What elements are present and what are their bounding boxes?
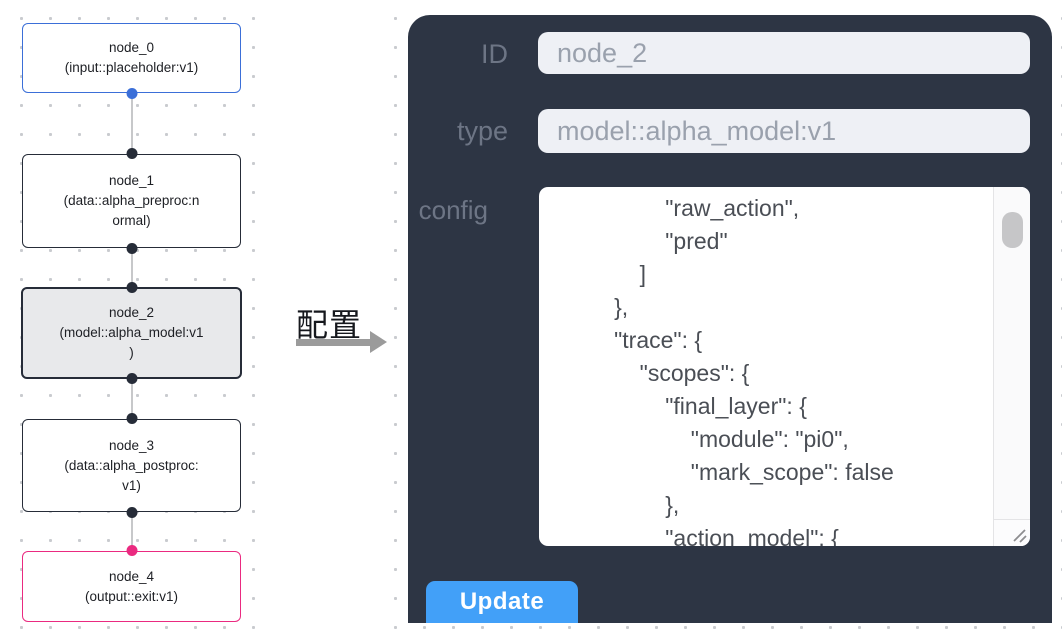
node-type-label: v1): [122, 477, 141, 493]
node-type-label: ): [129, 345, 134, 360]
scrollbar-thumb[interactable]: [1002, 212, 1023, 248]
flow-node-node_2-selected[interactable]: node_2 (model::alpha_model:v1 ): [21, 282, 242, 384]
right-arrow-icon: [296, 339, 372, 346]
config-textarea[interactable]: "raw_action", "pred" ] }, "trace": { "sc…: [539, 187, 1030, 546]
edge-node3-node4: [131, 512, 133, 552]
scrollbar-corner: [993, 519, 1030, 546]
scrollbar-track[interactable]: [993, 187, 1030, 519]
node-title: node_1: [108, 173, 155, 188]
edge-node0-node1: [131, 93, 133, 155]
flow-node-node_4[interactable]: node_4 (output::exit:v1): [22, 545, 241, 622]
right-arrow-icon: [370, 331, 387, 353]
connection-port-icon[interactable]: [126, 373, 137, 384]
flow-node-node_1[interactable]: node_1 (data::alpha_preproc:n ormal): [22, 148, 241, 254]
node-type-label: (data::alpha_preproc:n: [63, 193, 200, 208]
connection-port-icon[interactable]: [126, 545, 137, 556]
resize-grip-icon[interactable]: [1010, 526, 1028, 544]
node-type-label: (output::exit:v1): [84, 588, 179, 604]
node-type-label: ormal): [112, 213, 151, 228]
edge-node1-node2: [131, 248, 133, 288]
flow-node-node_3[interactable]: node_3 (data::alpha_postproc: v1): [22, 413, 241, 518]
node-title: node_4: [108, 568, 155, 584]
node-config-panel: ID type config "raw_action", "pred" ] },…: [408, 15, 1052, 623]
connection-port-icon[interactable]: [126, 413, 137, 424]
config-json-text[interactable]: "raw_action", "pred" ] }, "trace": { "sc…: [614, 195, 894, 546]
node-type-label: (input::placeholder:v1): [64, 60, 199, 75]
id-field-label: ID: [481, 39, 508, 69]
id-input[interactable]: [538, 32, 1030, 74]
update-button[interactable]: Update: [426, 581, 578, 623]
flow-node-node_0[interactable]: node_0 (input::placeholder:v1): [22, 23, 241, 99]
node-title: node_3: [108, 437, 155, 453]
connection-port-icon[interactable]: [126, 88, 137, 99]
node-title: node_2: [108, 305, 155, 320]
connection-port-icon[interactable]: [126, 507, 137, 518]
connection-port-icon[interactable]: [126, 243, 137, 254]
edge-node2-node3: [131, 379, 133, 420]
type-field-label: type: [456, 116, 508, 146]
configure-annotation-label: 配置: [296, 307, 363, 343]
connection-port-icon[interactable]: [126, 282, 137, 293]
node-type-label: (model::alpha_model:v1: [59, 325, 204, 340]
type-input[interactable]: [538, 109, 1030, 153]
config-field-label: config: [418, 195, 488, 225]
node-title: node_0: [108, 40, 155, 55]
node-type-label: (data::alpha_postproc:: [64, 457, 199, 473]
connection-port-icon[interactable]: [126, 148, 137, 159]
